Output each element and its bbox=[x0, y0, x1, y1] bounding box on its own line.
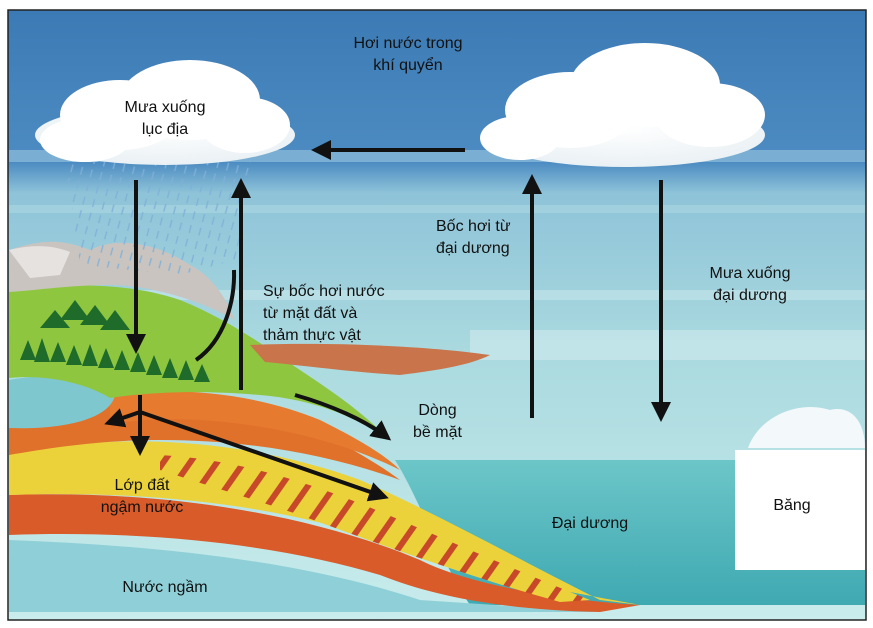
label-rain-land-line1: Mưa xuống bbox=[124, 99, 206, 116]
rain-streaks bbox=[65, 160, 255, 275]
forest bbox=[20, 300, 210, 382]
left-lake bbox=[9, 376, 115, 429]
label-rain-ocean-line2: đại dương bbox=[713, 287, 787, 304]
arrow-groundwater-flow bbox=[139, 410, 389, 502]
arrow-lake-flow bbox=[104, 408, 141, 428]
arrow-surface-flow bbox=[294, 393, 392, 441]
shore-strip bbox=[250, 343, 490, 375]
label-surface-flow: Dòng bề mặt bbox=[395, 400, 480, 444]
label-rain-land-line2: lục địa bbox=[141, 121, 189, 138]
label-rain-ocean: Mưa xuống đại dương bbox=[690, 263, 810, 307]
soil-hatched-aquifer bbox=[160, 455, 590, 602]
label-aquifer-line1: Lớp đất bbox=[114, 477, 170, 494]
label-evap-land-line2: từ mặt đất và bbox=[263, 305, 358, 322]
label-aquifer-line2: ngậm nước bbox=[100, 499, 184, 516]
arrow-transpiration bbox=[194, 269, 237, 362]
label-groundwater: Nước ngầm bbox=[122, 579, 208, 596]
label-evap-land: Sự bốc hơi nước từ mặt đất và thảm thực … bbox=[263, 281, 385, 347]
soil-red-lower bbox=[9, 494, 640, 612]
flow-arrows bbox=[104, 140, 671, 502]
label-atmosphere-vapor: Hơi nước trong khí quyển bbox=[338, 33, 478, 77]
soil-orange-top bbox=[110, 391, 400, 470]
mountain-snow bbox=[9, 246, 70, 278]
label-ice: Băng bbox=[773, 497, 811, 514]
label-surface-flow-line2: bề mặt bbox=[413, 424, 462, 441]
cloud-ocean bbox=[480, 43, 765, 167]
label-evap-ocean-line2: đại dương bbox=[436, 240, 510, 257]
label-aquifer: Lớp đất ngậm nước bbox=[82, 475, 202, 519]
label-rain-land: Mưa xuống lục địa bbox=[100, 97, 230, 141]
label-atmosphere-line1: Hơi nước trong bbox=[353, 35, 463, 52]
label-surface-flow-line1: Dòng bbox=[418, 402, 457, 419]
label-ocean: Đại dương bbox=[551, 515, 629, 532]
label-evap-ocean: Bốc hơi từ đại dương bbox=[436, 216, 511, 260]
label-evap-land-line3: thảm thực vật bbox=[263, 327, 361, 344]
label-evap-land-line1: Sự bốc hơi nước bbox=[263, 283, 385, 300]
cloud-land bbox=[35, 60, 295, 165]
ice-block bbox=[735, 406, 865, 570]
label-rain-ocean-line1: Mưa xuống bbox=[709, 265, 791, 282]
groundwater-zone bbox=[9, 540, 600, 612]
label-evap-ocean-line1: Bốc hơi từ bbox=[436, 218, 511, 235]
label-atmosphere-line2: khí quyển bbox=[373, 57, 443, 74]
